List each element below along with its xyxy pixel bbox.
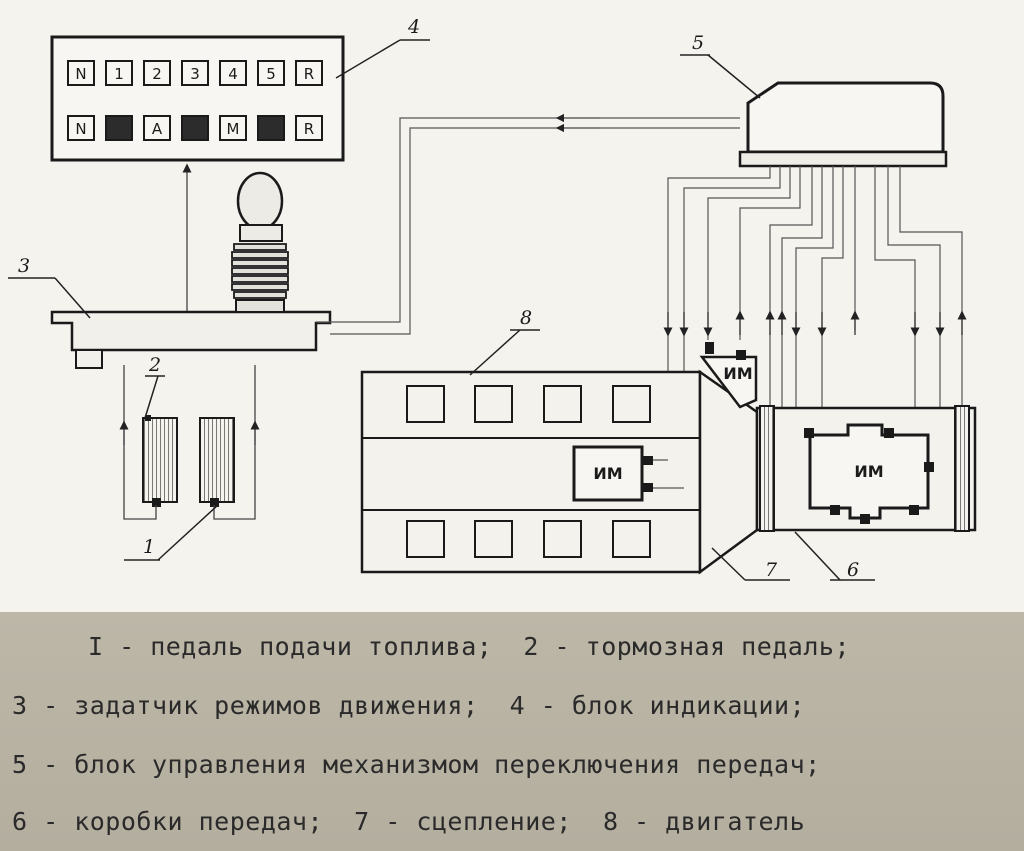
label-5: 5 <box>692 32 704 54</box>
indicator-gear-cell: 1 <box>105 60 133 86</box>
indicator-mode-cell-label: N <box>75 120 86 138</box>
gearbox-actuator-label: ИМ <box>854 462 883 481</box>
indicator-mode-cell <box>257 115 285 141</box>
indicator-mode-cell-label: M <box>227 120 240 138</box>
indicator-gear-cell: 3 <box>181 60 209 86</box>
label-8: 8 <box>520 307 532 329</box>
mode-selector <box>50 171 332 369</box>
label-3: 3 <box>18 255 30 277</box>
indicator-mode-cell: R <box>295 115 323 141</box>
clutch-actuator: ИМ <box>699 342 758 409</box>
clutch: ИМ <box>698 342 759 575</box>
label-7: 7 <box>765 559 778 581</box>
indicator-gear-cell-label: 5 <box>266 65 276 83</box>
indicator-row-gears: N 1 2 3 4 5 R <box>67 60 323 86</box>
engine: ИМ <box>360 370 702 574</box>
indicator-gear-cell: 5 <box>257 60 285 86</box>
label-6: 6 <box>847 559 859 581</box>
fuel-pedal <box>199 417 235 507</box>
legend-line-1: I - педаль подачи топлива; 2 - тормозная… <box>88 632 851 661</box>
brake-pedal <box>142 415 178 507</box>
control-wiring <box>667 166 963 520</box>
label-1: 1 <box>143 536 155 558</box>
control-arrows <box>663 310 967 337</box>
gear-lever-icon <box>231 171 289 313</box>
indicator-mode-cell-label: A <box>152 120 163 138</box>
indicator-mode-cell: A <box>143 115 171 141</box>
indicator-mode-cell-label: R <box>304 120 314 138</box>
indicator-gear-cell-label: 2 <box>152 65 162 83</box>
indicator-gear-cell: R <box>295 60 323 86</box>
indicator-mode-cell: N <box>67 115 95 141</box>
indicator-gear-cell-label: R <box>304 65 314 83</box>
indicator-gear-cell: 4 <box>219 60 247 86</box>
legend-line-3: 5 - блок управления механизмом переключе… <box>12 750 821 779</box>
clutch-actuator-label: ИМ <box>723 364 752 383</box>
indicator-gear-cell-label: 3 <box>190 65 200 83</box>
indicator-gear-cell: N <box>67 60 95 86</box>
engine-actuator-label: ИМ <box>593 464 622 483</box>
indicator-gear-cell: 2 <box>143 60 171 86</box>
indicator-gear-cell-label: 4 <box>228 65 238 83</box>
indicator-mode-cell <box>181 115 209 141</box>
legend-line-2: 3 - задатчик режимов движения; 4 - блок … <box>12 691 806 720</box>
legend-line-4: 6 - коробки передач; 7 - сцепление; 8 - … <box>12 807 806 836</box>
indicator-mode-cell <box>105 115 133 141</box>
gearbox-actuator: ИМ <box>804 423 934 524</box>
label-2: 2 <box>148 354 161 376</box>
legend-panel: I - педаль подачи топлива; 2 - тормозная… <box>0 612 1024 851</box>
leader-4 <box>335 39 401 79</box>
indicator-gear-cell-label: N <box>75 65 86 83</box>
engine-actuator: ИМ <box>572 445 653 502</box>
gearbox: ИМ <box>755 405 977 532</box>
gearshift-control-unit <box>738 81 948 168</box>
label-4: 4 <box>407 16 420 38</box>
indicator-gear-cell-label: 1 <box>114 65 124 83</box>
indicator-mode-cell: M <box>219 115 247 141</box>
